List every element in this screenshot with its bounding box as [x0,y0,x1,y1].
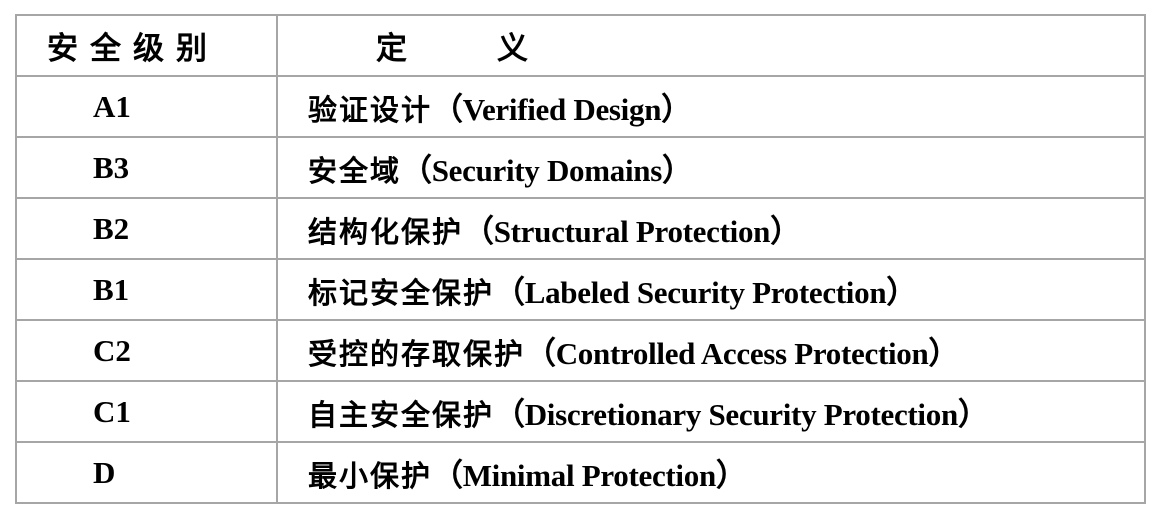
definition-en: （Security Domains） [401,153,693,188]
table-row: A1 验证设计（Verified Design） [15,75,1146,138]
table-row: B2 结构化保护（Structural Protection） [15,197,1146,260]
definition-cell: 最小保护（Minimal Protection） [276,441,1146,504]
definition-zh: 受控的存取保护 [308,337,526,371]
level-cell: B3 [15,136,278,199]
definition-zh: 结构化保护 [308,215,464,249]
definition-cell: 受控的存取保护（Controlled Access Protection） [276,319,1146,382]
definition-cell: 自主安全保护（Discretionary Security Protection… [276,380,1146,443]
security-levels-table: 安全级别 定义 A1 验证设计（Verified Design） B3 安全域（… [15,14,1146,504]
table-header-row: 安全级别 定义 [15,14,1146,77]
header-definition-char1: 定 [376,31,407,66]
definition-zh: 自主安全保护 [308,398,495,432]
level-cell: B1 [15,258,278,321]
definition-cell: 验证设计（Verified Design） [276,75,1146,138]
table-row: C2 受控的存取保护（Controlled Access Protection） [15,319,1146,382]
level-cell: A1 [15,75,278,138]
definition-cell: 结构化保护（Structural Protection） [276,197,1146,260]
level-cell: C1 [15,380,278,443]
definition-en: （Structural Protection） [463,214,801,249]
definition-en: （Verified Design） [432,92,692,127]
table-row: B3 安全域（Security Domains） [15,136,1146,199]
definition-zh: 标记安全保护 [308,276,495,310]
definition-zh: 验证设计 [308,93,433,127]
definition-cell: 安全域（Security Domains） [276,136,1146,199]
definition-en: （Minimal Protection） [432,458,747,493]
definition-zh: 最小保护 [308,459,433,493]
table-row: B1 标记安全保护（Labeled Security Protection） [15,258,1146,321]
level-cell: B2 [15,197,278,260]
header-definition: 定义 [276,14,1146,77]
definition-cell: 标记安全保护（Labeled Security Protection） [276,258,1146,321]
header-security-level: 安全级别 [15,14,278,77]
definition-en: （Discretionary Security Protection） [494,397,989,432]
header-definition-char2: 义 [497,31,528,66]
definition-en: （Controlled Access Protection） [525,336,960,371]
table-row: C1 自主安全保护（Discretionary Security Protect… [15,380,1146,443]
definition-zh: 安全域 [308,154,402,188]
table-row: D 最小保护（Minimal Protection） [15,441,1146,504]
level-cell: C2 [15,319,278,382]
level-cell: D [15,441,278,504]
definition-en: （Labeled Security Protection） [494,275,917,310]
